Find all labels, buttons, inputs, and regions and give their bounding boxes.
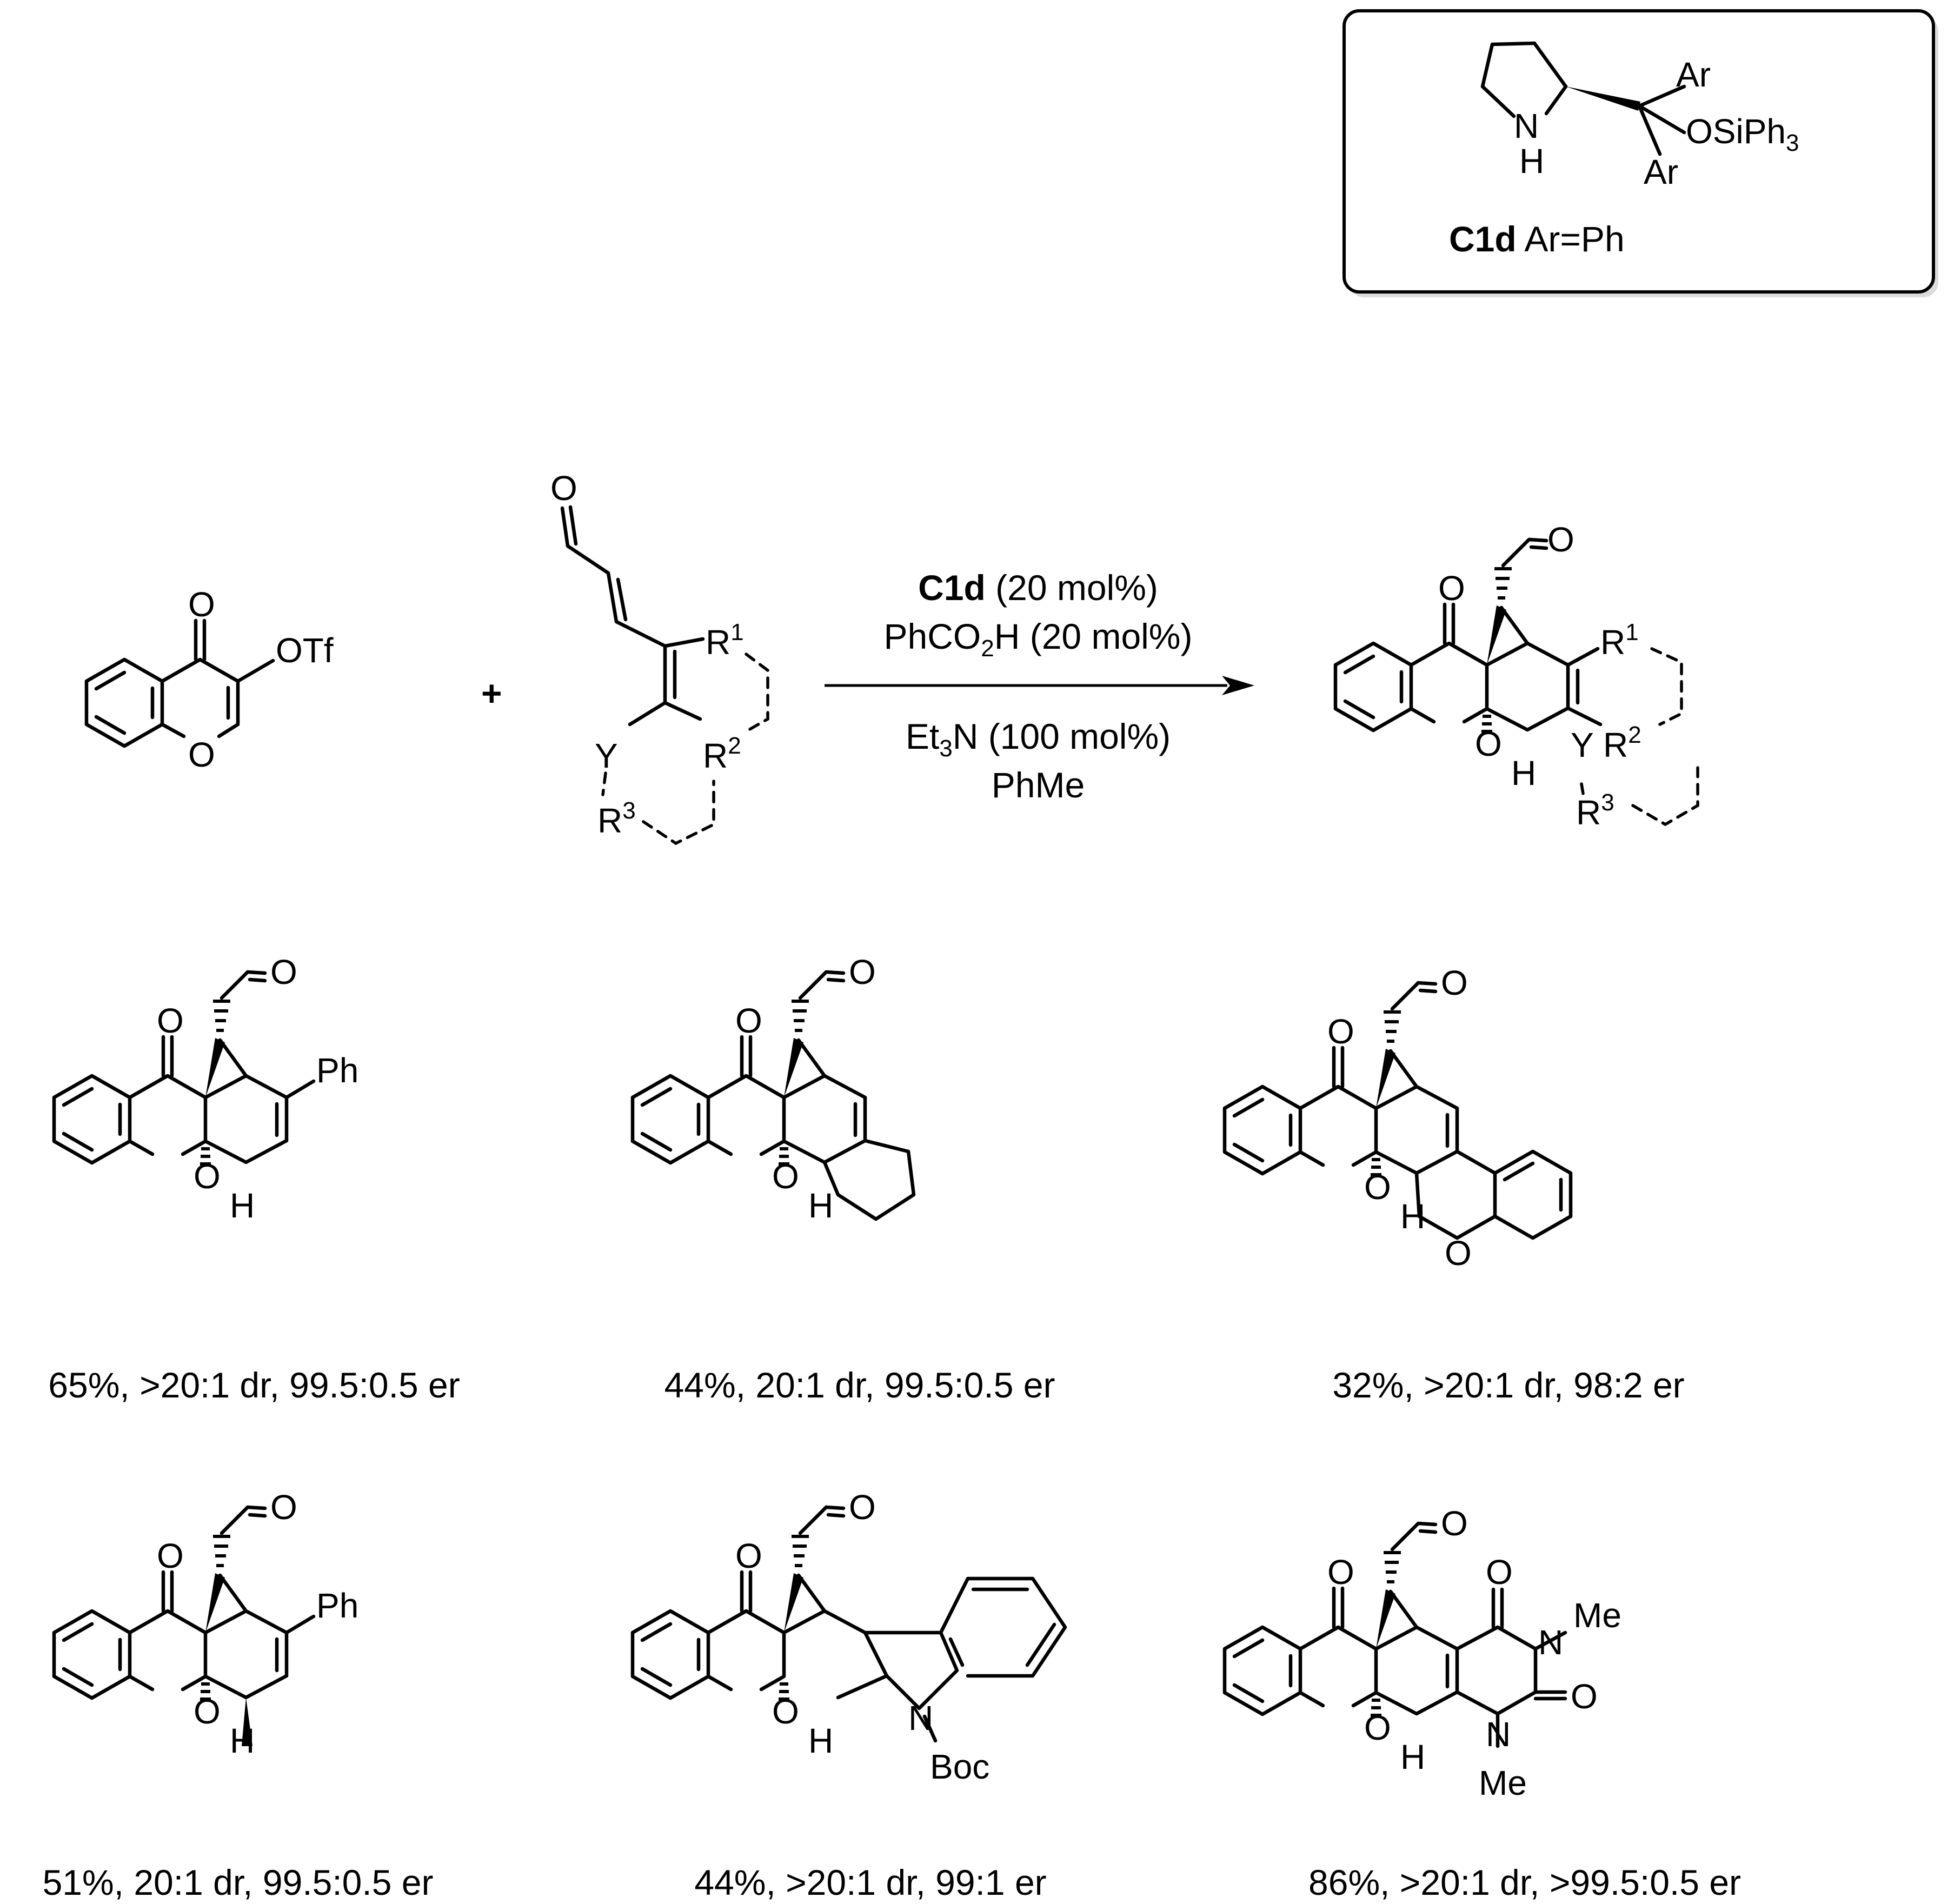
example6-me-top: Me: [1573, 1596, 1621, 1635]
example4-ph: Ph: [316, 1586, 358, 1625]
example6-keto-o: O: [1327, 1553, 1354, 1592]
example6-ring-o: O: [1364, 1708, 1391, 1747]
reactant2-ald-o: O: [550, 469, 577, 508]
reactant2-r3: R3: [597, 797, 636, 840]
example4-ald-o: O: [270, 1488, 297, 1527]
example4-h: H: [230, 1721, 255, 1760]
catalyst-osiph: OSiPh3: [1686, 112, 1799, 156]
product-ring-o: O: [1475, 724, 1502, 763]
catalyst-n: N: [1514, 106, 1539, 145]
example2-keto-o: O: [735, 1001, 762, 1040]
pyrrolidine-structure: [1480, 41, 1686, 156]
example6-h: H: [1400, 1737, 1425, 1776]
example6-n-bottom: N: [1486, 1715, 1511, 1754]
catalyst-ar-top: Ar: [1676, 55, 1711, 94]
example4-keto-o: O: [157, 1536, 184, 1575]
example5-ald-o: O: [849, 1488, 876, 1527]
reactant2-r2: R2: [703, 733, 741, 775]
reactant2-r1: R1: [706, 619, 744, 662]
example-4: O O O H Ph 51%, 20:1 dr, 99.5:0.5 er: [43, 1488, 434, 1902]
product-general: O O O H Y R1 R2 R3: [1335, 520, 1699, 832]
example-1: O O O H Ph 65%, >20:1 dr, 99.5:0.5 er: [48, 953, 460, 1405]
example3-h: H: [1400, 1197, 1425, 1236]
example2-h: H: [808, 1186, 833, 1225]
example6-o-right: O: [1571, 1677, 1598, 1716]
reactant1-keto-o: O: [188, 585, 215, 624]
example5-boc: Boc: [930, 1747, 989, 1786]
reactant-dienal: O R1 R2 Y R3: [550, 469, 769, 846]
example1-caption: 65%, >20:1 dr, 99.5:0.5 er: [48, 1365, 460, 1405]
reactant1-otf: OTf: [276, 631, 334, 670]
example3-caption: 32%, >20:1 dr, 98:2 er: [1332, 1365, 1684, 1405]
product-y: Y: [1571, 725, 1594, 764]
condition-base: Et3N (100 mol%): [906, 716, 1171, 762]
condition-catalyst: C1d (20 mol%): [918, 568, 1158, 608]
example1-ph: Ph: [316, 1051, 358, 1090]
condition-solvent: PhMe: [992, 765, 1085, 805]
condition-acid: PhCO2H (20 mol%): [884, 616, 1193, 662]
example3-ald-o: O: [1441, 963, 1468, 1002]
reaction-arrow: [825, 676, 1254, 695]
example3-ring-o: O: [1364, 1168, 1391, 1207]
example1-ald-o: O: [270, 953, 297, 991]
example6-o-top: O: [1486, 1553, 1513, 1592]
example6-me-bottom: Me: [1479, 1763, 1527, 1802]
example5-n: N: [908, 1699, 933, 1737]
example6-ald-o: O: [1441, 1504, 1468, 1543]
example-3: O O O H O 32%, >20:1 dr, 98:2 er: [1225, 963, 1685, 1405]
catalyst-h: H: [1519, 142, 1544, 181]
catalyst-box: N H Ar OSiPh3 Ar C1d Ar=Ph: [1342, 9, 1938, 297]
example6-n-top: N: [1538, 1623, 1563, 1662]
example2-ald-o: O: [849, 953, 876, 991]
example4-caption: 51%, 20:1 dr, 99.5:0.5 er: [43, 1862, 434, 1902]
product-ald-o: O: [1547, 520, 1574, 559]
example-5: O O O H N Boc 44%, >20:1 dr, 99:1 er: [633, 1488, 1067, 1902]
example1-ring-o: O: [194, 1157, 221, 1196]
product-r2: R2: [1603, 722, 1641, 764]
example1-h: H: [230, 1186, 255, 1225]
example-2: O O O H 44%, 20:1 dr, 99.5:0.5 er: [633, 953, 1055, 1405]
example4-ring-o: O: [194, 1692, 221, 1731]
product-r1: R1: [1600, 619, 1639, 662]
reactant2-y: Y: [595, 736, 618, 775]
example3-keto-o: O: [1327, 1012, 1354, 1051]
example2-ring-o: O: [772, 1157, 799, 1196]
reactant1-ring-o: O: [188, 735, 215, 774]
example2-caption: 44%, 20:1 dr, 99.5:0.5 er: [664, 1365, 1055, 1405]
example1-keto-o: O: [157, 1001, 184, 1040]
catalyst-name: C1d Ar=Ph: [1449, 219, 1625, 259]
product-h: H: [1511, 754, 1536, 793]
reactant-chromone: O OTf O: [84, 585, 334, 774]
example-6: O O O H O N Me O N Me 86%, >20:1 dr, >99…: [1225, 1504, 1741, 1902]
example6-caption: 86%, >20:1 dr, >99.5:0.5 er: [1308, 1862, 1741, 1902]
catalyst-ar-bottom: Ar: [1644, 152, 1678, 191]
example3-extra-o: O: [1445, 1234, 1472, 1273]
example5-ring-o: O: [772, 1692, 799, 1731]
example5-keto-o: O: [735, 1536, 762, 1575]
plus-sign: +: [481, 673, 502, 713]
example5-caption: 44%, >20:1 dr, 99:1 er: [694, 1862, 1046, 1902]
product-keto-o: O: [1438, 569, 1465, 608]
example5-h: H: [808, 1721, 833, 1760]
product-r3: R3: [1576, 789, 1614, 832]
